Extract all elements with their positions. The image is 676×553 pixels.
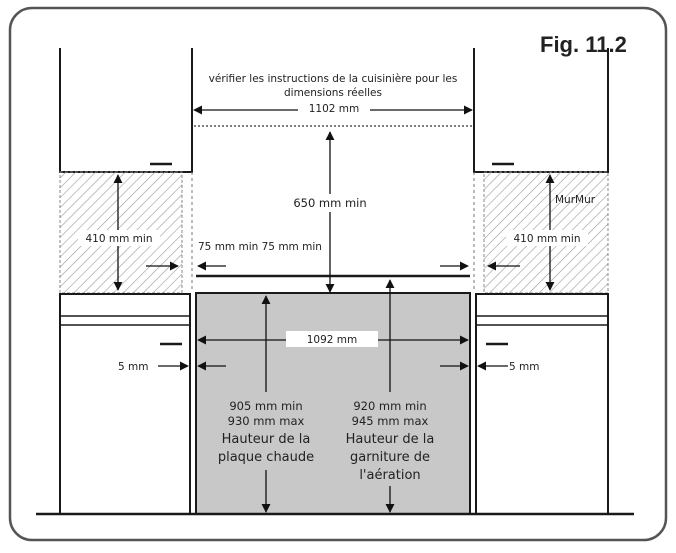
width-1102-label: 1102 mm	[309, 103, 360, 115]
verify-instructions-line2: dimensions réelles	[284, 87, 382, 99]
verify-instructions-line1: vérifier les instructions de la cuisiniè…	[209, 73, 458, 85]
vent-desc-line2: garniture de	[350, 450, 430, 465]
vent-max-label: 945 mm max	[352, 414, 429, 428]
range-opening	[195, 292, 471, 515]
width-1092-label-bg	[286, 331, 378, 347]
cooktop-max-label: 930 mm max	[228, 414, 305, 428]
height-650-label: 650 mm min	[293, 196, 366, 210]
vent-desc-line1: Hauteur de la	[346, 432, 435, 447]
cooktop-min-label: 905 mm min	[229, 399, 302, 413]
side-right-label: 410 mm min	[514, 233, 581, 245]
side-left-label-bg	[78, 230, 160, 246]
vent-desc-line3: l'aération	[359, 468, 420, 483]
height-650-label-bg	[270, 194, 390, 212]
gap-left-5-label: 5 mm	[118, 361, 148, 373]
gap-75-label: 75 mm min 75 mm min	[198, 241, 322, 253]
gap-right-5-label: 5 mm	[509, 361, 539, 373]
lower-cabinet-right	[475, 293, 609, 515]
side-left-label: 410 mm min	[86, 233, 153, 245]
cooktop-desc-line1: Hauteur de la	[222, 432, 311, 447]
width-1102-label-bg	[298, 100, 370, 116]
lower-cabinet-left	[59, 293, 191, 515]
vent-min-label: 920 mm min	[353, 399, 426, 413]
mur-label: MurMur	[555, 194, 596, 206]
side-right-label-bg	[506, 230, 588, 246]
width-1092-label: 1092 mm	[307, 334, 358, 346]
cooktop-desc-line2: plaque chaude	[218, 450, 314, 465]
figure-label: Fig. 11.2	[540, 32, 627, 57]
